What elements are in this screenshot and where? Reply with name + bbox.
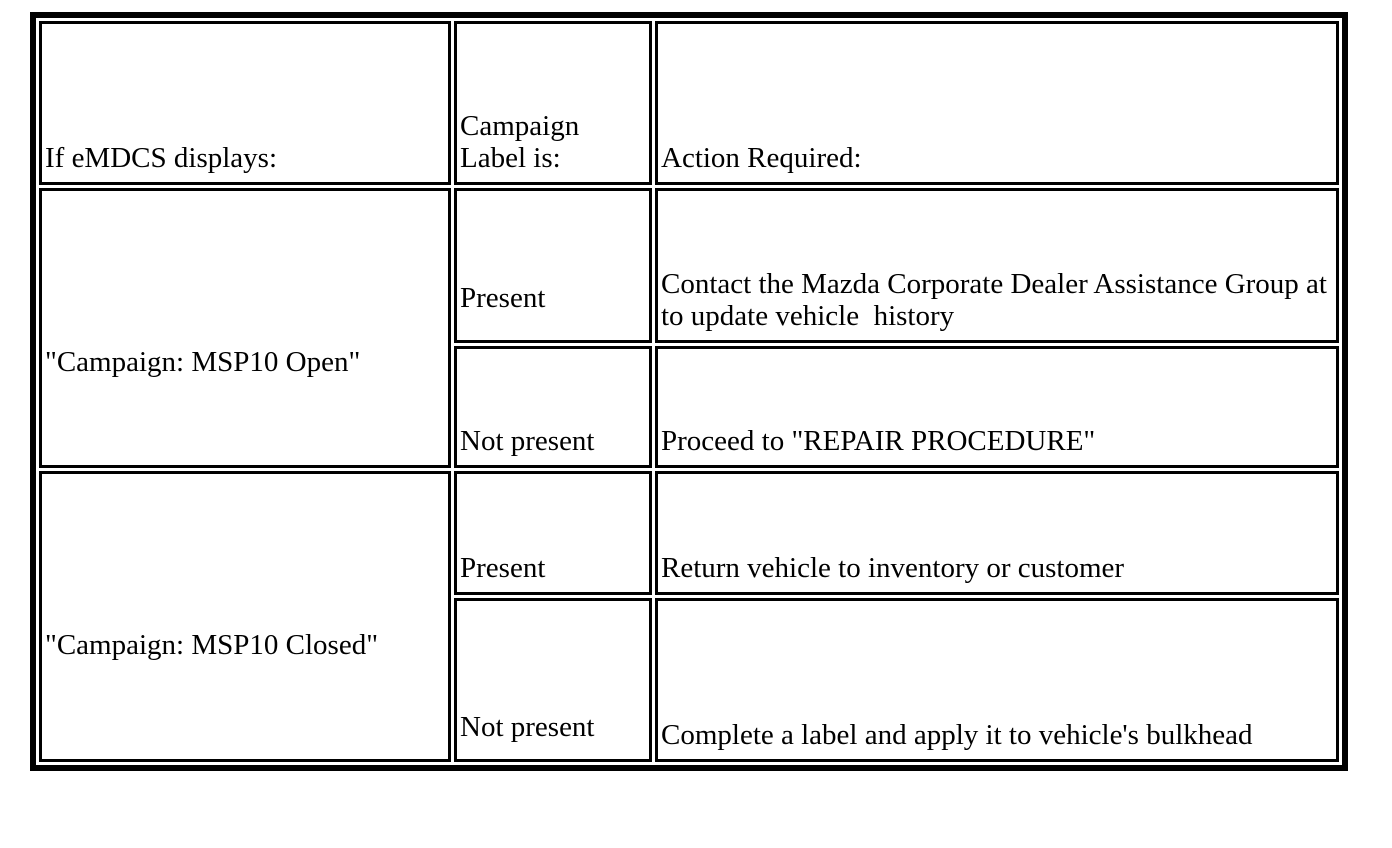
cell-action-contact-dealer-assistance: Contact the Mazda Corporate Dealer Assis…: [655, 188, 1339, 343]
cell-label-not-present-open: Not present: [454, 346, 652, 468]
cell-campaign-msp10-closed: "Campaign: MSP10 Closed": [39, 471, 451, 762]
header-cell-campaign-label: Campaign Label is:: [454, 21, 652, 185]
header-cell-emdcs-displays: If eMDCS displays:: [39, 21, 451, 185]
table-row-msp10-closed-not-present: Not present Complete a label and apply i…: [39, 598, 1339, 762]
cell-label-not-present-closed: Not present: [454, 598, 652, 762]
cell-action-proceed-repair-procedure: Proceed to "REPAIR PROCEDURE": [655, 346, 1339, 468]
table-row-msp10-open-not-present: Not present Proceed to "REPAIR PROCEDURE…: [39, 346, 1339, 468]
campaign-decision-table: If eMDCS displays: Campaign Label is: Ac…: [30, 12, 1348, 771]
cell-action-return-vehicle: Return vehicle to inventory or customer: [655, 471, 1339, 595]
cell-label-present-closed: Present: [454, 471, 652, 595]
table-row-msp10-closed-present: "Campaign: MSP10 Closed" Present Return …: [39, 471, 1339, 762]
table-header-row: If eMDCS displays: Campaign Label is: Ac…: [39, 21, 1339, 185]
cell-campaign-msp10-open: "Campaign: MSP10 Open": [39, 188, 451, 468]
cell-action-complete-label-bulkhead: Complete a label and apply it to vehicle…: [655, 598, 1339, 762]
cell-label-present-open: Present: [454, 188, 652, 343]
header-cell-action-required: Action Required:: [655, 21, 1339, 185]
table-row-msp10-open-present: "Campaign: MSP10 Open" Present Contact t…: [39, 188, 1339, 468]
